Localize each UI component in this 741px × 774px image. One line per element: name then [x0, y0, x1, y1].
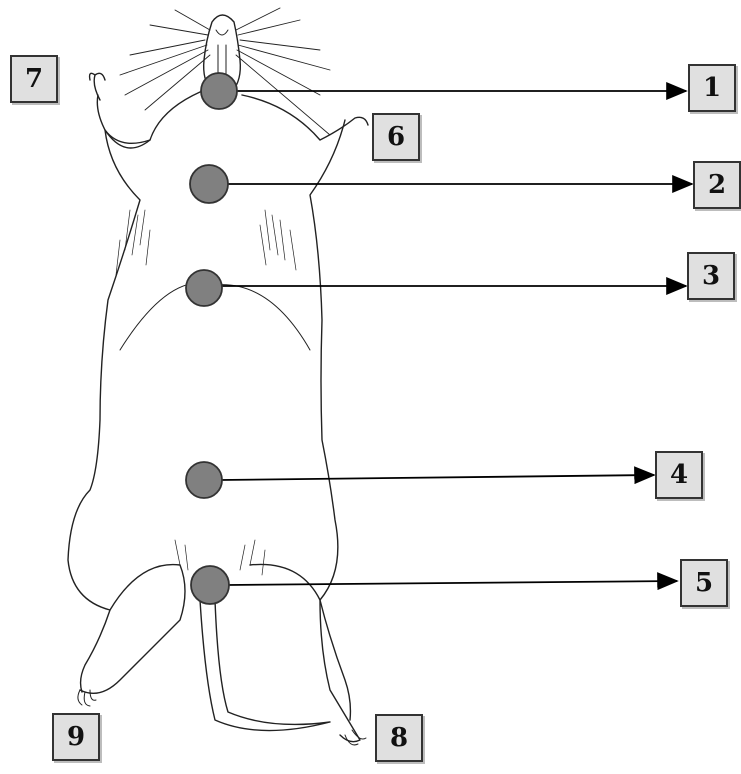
- label-9: 9: [52, 713, 100, 761]
- label-6: 6: [372, 113, 420, 161]
- fur-texture: [116, 210, 296, 575]
- marker-3: [186, 270, 222, 306]
- right-hindlimb: [250, 564, 360, 741]
- right-forelimb: [242, 95, 368, 140]
- arrow-4: [220, 475, 654, 480]
- label-2: 2: [693, 161, 741, 209]
- left-hindlimb: [80, 565, 185, 694]
- left-forelimb: [90, 73, 150, 143]
- label-3: 3: [687, 252, 735, 300]
- arrow-5: [227, 581, 677, 585]
- label-8: 8: [375, 714, 423, 762]
- label-4: 4: [655, 451, 703, 499]
- marker-2: [190, 165, 228, 203]
- marker-5: [191, 566, 229, 604]
- marker-4: [186, 462, 222, 498]
- label-1: 1: [688, 64, 736, 112]
- marker-1: [201, 73, 237, 109]
- label-7: 7: [10, 55, 58, 103]
- whiskers: [120, 8, 330, 135]
- label-5: 5: [680, 559, 728, 607]
- tail: [200, 600, 330, 731]
